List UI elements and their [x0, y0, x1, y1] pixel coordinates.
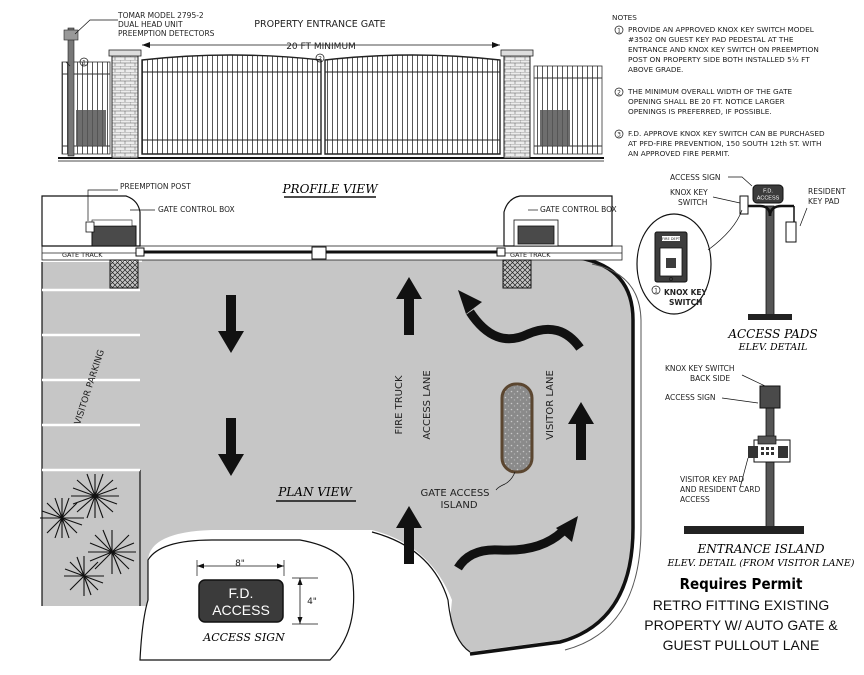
footer-block: Requires Permit RETRO FITTING EXISTING P… [644, 575, 838, 653]
profile-title: PROPERTY ENTRANCE GATE [254, 19, 385, 30]
dimension-label: 20 FT MINIMUM [286, 42, 356, 52]
pads-knox-label-1: KNOX KEY [670, 188, 708, 197]
knox-box-marker: 1 [654, 287, 658, 294]
profile-view-label: PROFILE VIEW [281, 182, 379, 196]
notes-num-2: 2 [617, 89, 621, 96]
access-pads-title: ACCESS PADS [727, 327, 817, 341]
note-3-line-1: F.D. APPROVE KNOX KEY SWITCH CAN BE PURC… [628, 129, 825, 138]
visitor-lane-label: VISITOR LANE [545, 370, 556, 440]
sign-width-label: 8" [235, 559, 245, 569]
notes-num-1: 1 [617, 27, 621, 34]
visitor-keypad-label-1: VISITOR KEY PAD [680, 475, 744, 484]
visitor-keypad-label-3: ACCESS [680, 495, 710, 504]
plan-view: VISITOR PARKING PREEMPTION POST GATE CON… [40, 182, 642, 661]
knox-box-label-2: SWITCH [669, 298, 702, 307]
pillar-right [503, 51, 531, 159]
island-access-sign-label: ACCESS SIGN [665, 393, 716, 402]
gate-control-label-right: GATE CONTROL BOX [540, 205, 617, 214]
pillar-plan-left [109, 259, 139, 289]
gate-control-label-left: GATE CONTROL BOX [158, 205, 235, 214]
preemption-post-label: PREEMPTION POST [120, 182, 191, 191]
note-1-line-2: #3502 ON GUEST KEY PAD PEDESTAL AT THE [628, 35, 794, 44]
gate-control-box-right [517, 225, 555, 245]
visitor-turn-arrows [454, 290, 584, 571]
sign-text-line-1: F.D. [229, 585, 254, 601]
sign-height-label: 4" [307, 597, 317, 607]
profile-view: 20 FT MINIMUM 2 PROPERTY ENTRANCE GATE T… [58, 11, 604, 162]
pads-resident-label-2: KEY PAD [808, 197, 840, 206]
pads-sign-line-2: ACCESS [757, 196, 780, 202]
note-marker-2: 2 [318, 56, 322, 63]
pads-sign-line-1: F.D. [763, 189, 773, 195]
note-2-line-2: OPENING SHALL BE 20 FT. NOTICE LARGER [628, 97, 785, 106]
gate-center-post [311, 246, 327, 260]
knox-back-label-1: KNOX KEY SWITCH [665, 364, 735, 373]
landscape-shrubs [40, 473, 136, 596]
entrance-island-detail: KNOX KEY SWITCH BACK SIDE ACCESS SIGN VI… [665, 364, 855, 569]
knox-box-label-1: KNOX KEY [664, 288, 708, 297]
note-1-line-4: POST ON PROPERTY SIDE BOTH INSTALLED 5½ … [628, 55, 810, 64]
preemption-detector-post [63, 27, 79, 157]
knox-box-top-label: FIRE DEPT [662, 237, 681, 241]
note-marker-1: 1 [82, 60, 86, 67]
access-pads-subtitle: ELEV. DETAIL [738, 342, 808, 353]
knox-back-label-2: BACK SIDE [690, 374, 730, 383]
entrance-island-title: ENTRANCE ISLAND [697, 542, 825, 556]
fence-right [533, 65, 603, 155]
sign-text-line-2: ACCESS [212, 602, 270, 618]
fire-truck-lane-label-2: ACCESS LANE [422, 370, 433, 439]
visitor-parking-stalls [42, 288, 140, 472]
footer-line-2: PROPERTY W/ AUTO GATE & [644, 617, 838, 633]
footer-line-1: RETRO FITTING EXISTING [653, 597, 830, 613]
exit-arrows [218, 295, 244, 476]
access-sign-detail: 8" 4" F.D. ACCESS ACCESS SIGN [196, 559, 318, 644]
access-pads-detail: F.D. ACCESS ACCESS SIGN KNOX KEY SWITCH … [636, 173, 846, 353]
island-label-2: ISLAND [440, 500, 477, 511]
gate-track-label-right: GATE TRACK [510, 251, 551, 259]
island-label-1: GATE ACCESS [420, 488, 489, 499]
note-2-line-1: THE MINIMUM OVERALL WIDTH OF THE GATE [627, 87, 793, 96]
pads-resident-label-1: RESIDENT [808, 187, 846, 196]
gate-access-island [500, 382, 534, 474]
pillar-plan-right [502, 259, 532, 289]
access-sign-caption: ACCESS SIGN [202, 631, 285, 644]
pillar-left [111, 51, 139, 159]
detector-label-1: TOMAR MODEL 2795-2 [117, 11, 204, 20]
visitor-keypad-label-2: AND RESIDENT CARD [680, 485, 760, 494]
gate-track-label-left: GATE TRACK [62, 251, 103, 259]
notes-heading: NOTES [612, 13, 637, 22]
detector-label-3: PREEMPTION DETECTORS [118, 29, 215, 38]
entrance-island-subtitle: ELEV. DETAIL (FROM VISITOR LANE) [666, 558, 854, 569]
gate-control-box-left [91, 225, 137, 247]
footer-line-3: GUEST PULLOUT LANE [663, 637, 820, 653]
preemption-post-plan [85, 221, 95, 233]
notes-num-3: 3 [617, 131, 621, 138]
pads-access-sign-label: ACCESS SIGN [670, 173, 721, 182]
detector-label-2: DUAL HEAD UNIT [118, 20, 183, 29]
note-3-line-3: AN APPROVED FIRE PERMIT. [628, 149, 730, 158]
entry-arrows [396, 277, 594, 564]
fd-access-sign [198, 579, 284, 623]
note-1-line-3: ENTRANCE AND KNOX KEY SWITCH ON PREEMPTI… [628, 45, 819, 54]
note-2-line-3: OPENINGS IS PREFERRED, IF POSSIBLE. [628, 107, 772, 116]
gate-profile [141, 54, 501, 155]
notes-block: NOTES 1 PROVIDE AN APPROVED KNOX KEY SWI… [612, 13, 825, 158]
plan-view-label: PLAN VIEW [277, 485, 353, 499]
requires-permit: Requires Permit [680, 575, 803, 593]
fire-truck-lane-label-1: FIRE TRUCK [394, 375, 405, 435]
note-1-line-1: PROVIDE AN APPROVED KNOX KEY SWITCH MODE… [628, 25, 815, 34]
note-1-line-5: ABOVE GRADE. [628, 65, 683, 74]
pads-knox-label-2: SWITCH [678, 198, 707, 207]
note-3-line-2: AT PFD-FIRE PREVENTION, 150 SOUTH 12th S… [628, 139, 821, 148]
